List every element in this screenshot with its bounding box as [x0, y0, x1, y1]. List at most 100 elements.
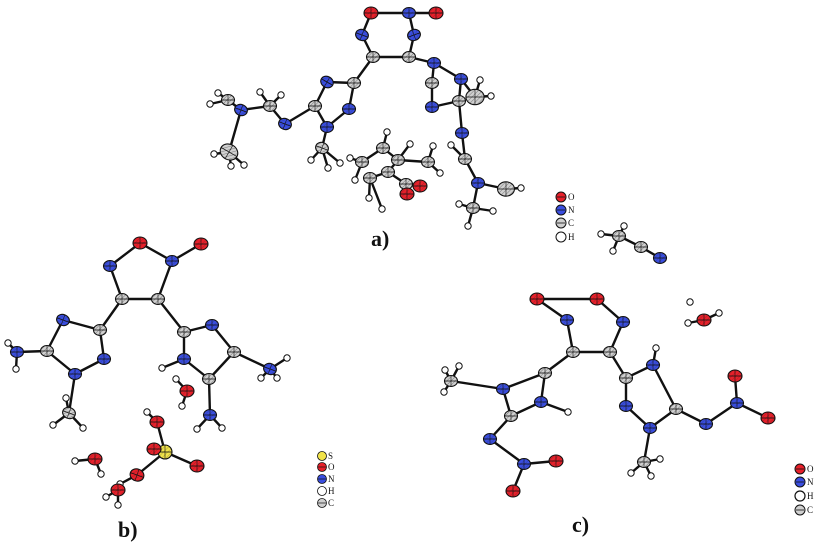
hydrogen-atom — [351, 176, 359, 184]
oxygen-atom — [727, 369, 743, 383]
oxygen-atom — [363, 6, 379, 20]
carbon-atom — [636, 455, 652, 469]
legend-b-sulfur: S — [317, 451, 333, 461]
nitrogen-atom — [263, 362, 277, 376]
panel-c-molecule-atoms — [440, 292, 776, 498]
nitrogen-atom — [164, 254, 180, 268]
panel-label-a: a) — [371, 226, 389, 251]
carbon-atom — [62, 406, 76, 420]
legend-b-carbon-label: C — [328, 498, 334, 508]
hydrogen-atom — [12, 365, 20, 373]
legend-c-hydrogen-label: H — [807, 491, 814, 501]
carbon-atom — [362, 171, 378, 185]
nitrogen-atom — [401, 6, 417, 20]
nitrogen-atom — [9, 345, 25, 359]
hydrogen-atom — [715, 309, 723, 317]
nitrogen-atom — [645, 358, 661, 372]
hydrogen-atom — [464, 222, 472, 230]
hydrogen-atom — [620, 222, 628, 230]
carbon-atom — [201, 372, 217, 386]
hydrogen-atom — [597, 230, 605, 238]
bond — [156, 259, 174, 301]
legend-b-nitrogen-label: N — [328, 474, 335, 484]
nitrogen-atom — [424, 100, 440, 114]
legend-c-oxygen-label: O — [807, 464, 814, 474]
carbon-atom — [602, 345, 618, 359]
hydrogen-atom — [684, 319, 692, 327]
hydrogen-atom — [564, 408, 572, 416]
legend-b-carbon: C — [317, 498, 334, 508]
hydrogen-atom — [627, 469, 635, 477]
legend-a-nitrogen: N — [555, 204, 575, 216]
hydrogen-atom — [273, 374, 281, 382]
hydrogen-atom — [218, 424, 226, 432]
hydrogen-atom — [240, 161, 248, 169]
carbon-atom — [401, 50, 417, 64]
hydrogen-atom — [227, 162, 235, 170]
carbon-atom — [424, 76, 440, 90]
panel-b-molecule-bonds — [6, 241, 289, 507]
legend-b-nitrogen: N — [317, 474, 335, 484]
oxygen-atom — [428, 6, 444, 20]
legend-c-carbon-label: C — [807, 505, 813, 515]
hydrogen-atom — [406, 140, 414, 148]
legend-a-hydrogen-label: H — [568, 232, 575, 242]
legend-a-carbon: C — [555, 217, 574, 229]
hydrogen-atom — [440, 388, 448, 396]
hydrogen-atom — [79, 424, 87, 432]
nitrogen-atom — [426, 56, 442, 70]
panel-c-water-atoms — [684, 298, 723, 327]
nitrogen-atom — [355, 28, 369, 42]
carbon-atom — [565, 345, 581, 359]
nitrogen-atom — [470, 176, 486, 190]
panel-b-molecule-atoms — [4, 236, 291, 509]
hydrogen-atom — [307, 156, 315, 164]
carbon-atom — [262, 99, 278, 113]
oxygen-atom — [189, 459, 205, 473]
carbon-atom — [633, 240, 649, 254]
hydrogen-atom — [609, 247, 617, 255]
nitrogen-atom — [341, 102, 357, 116]
hydrogen-atom — [487, 92, 495, 100]
legend-a-oxygen-label: O — [568, 192, 575, 202]
carbon-atom — [219, 143, 239, 161]
carbon-atom — [220, 93, 236, 107]
carbon-atom — [346, 76, 362, 90]
nitrogen-atom — [96, 352, 112, 366]
nitrogen-atom — [482, 432, 498, 446]
nitrogen-atom — [320, 75, 334, 89]
nitrogen-atom — [698, 417, 714, 431]
carbon-atom — [375, 141, 391, 155]
nitrogen-atom — [102, 259, 118, 273]
hydrogen-atom — [378, 205, 386, 213]
oxygen-atom — [179, 384, 195, 398]
hydrogen-atom — [383, 128, 391, 136]
legend-b: S O N H C — [317, 451, 335, 508]
carbon-atom — [451, 94, 467, 108]
carbon-atom — [39, 344, 55, 358]
hydrogen-atom — [476, 76, 484, 84]
nitrogen-atom — [642, 421, 658, 435]
hydrogen-atom — [517, 184, 525, 192]
oxygen-atom — [149, 415, 165, 429]
hydrogen-atom — [193, 425, 201, 433]
hydrogen-atom — [256, 88, 264, 96]
legend-c-nitrogen-label: N — [807, 477, 814, 487]
carbon-atom — [307, 99, 323, 113]
oxygen-atom — [529, 292, 545, 306]
hydrogen-atom — [346, 154, 354, 162]
carbon-atom — [457, 152, 473, 166]
atoms-layer — [4, 6, 776, 509]
legend-c: O N H C — [794, 463, 814, 516]
oxygen-atom — [193, 237, 209, 251]
carbon-atom — [537, 366, 553, 380]
oxygen-atom — [87, 452, 103, 466]
hydrogen-atom — [686, 298, 694, 306]
nitrogen-atom — [204, 318, 220, 332]
oxygen-atom — [412, 179, 428, 193]
legend-b-oxygen-label: O — [328, 462, 335, 472]
hydrogen-atom — [447, 141, 455, 149]
nitrogen-atom — [234, 103, 248, 117]
